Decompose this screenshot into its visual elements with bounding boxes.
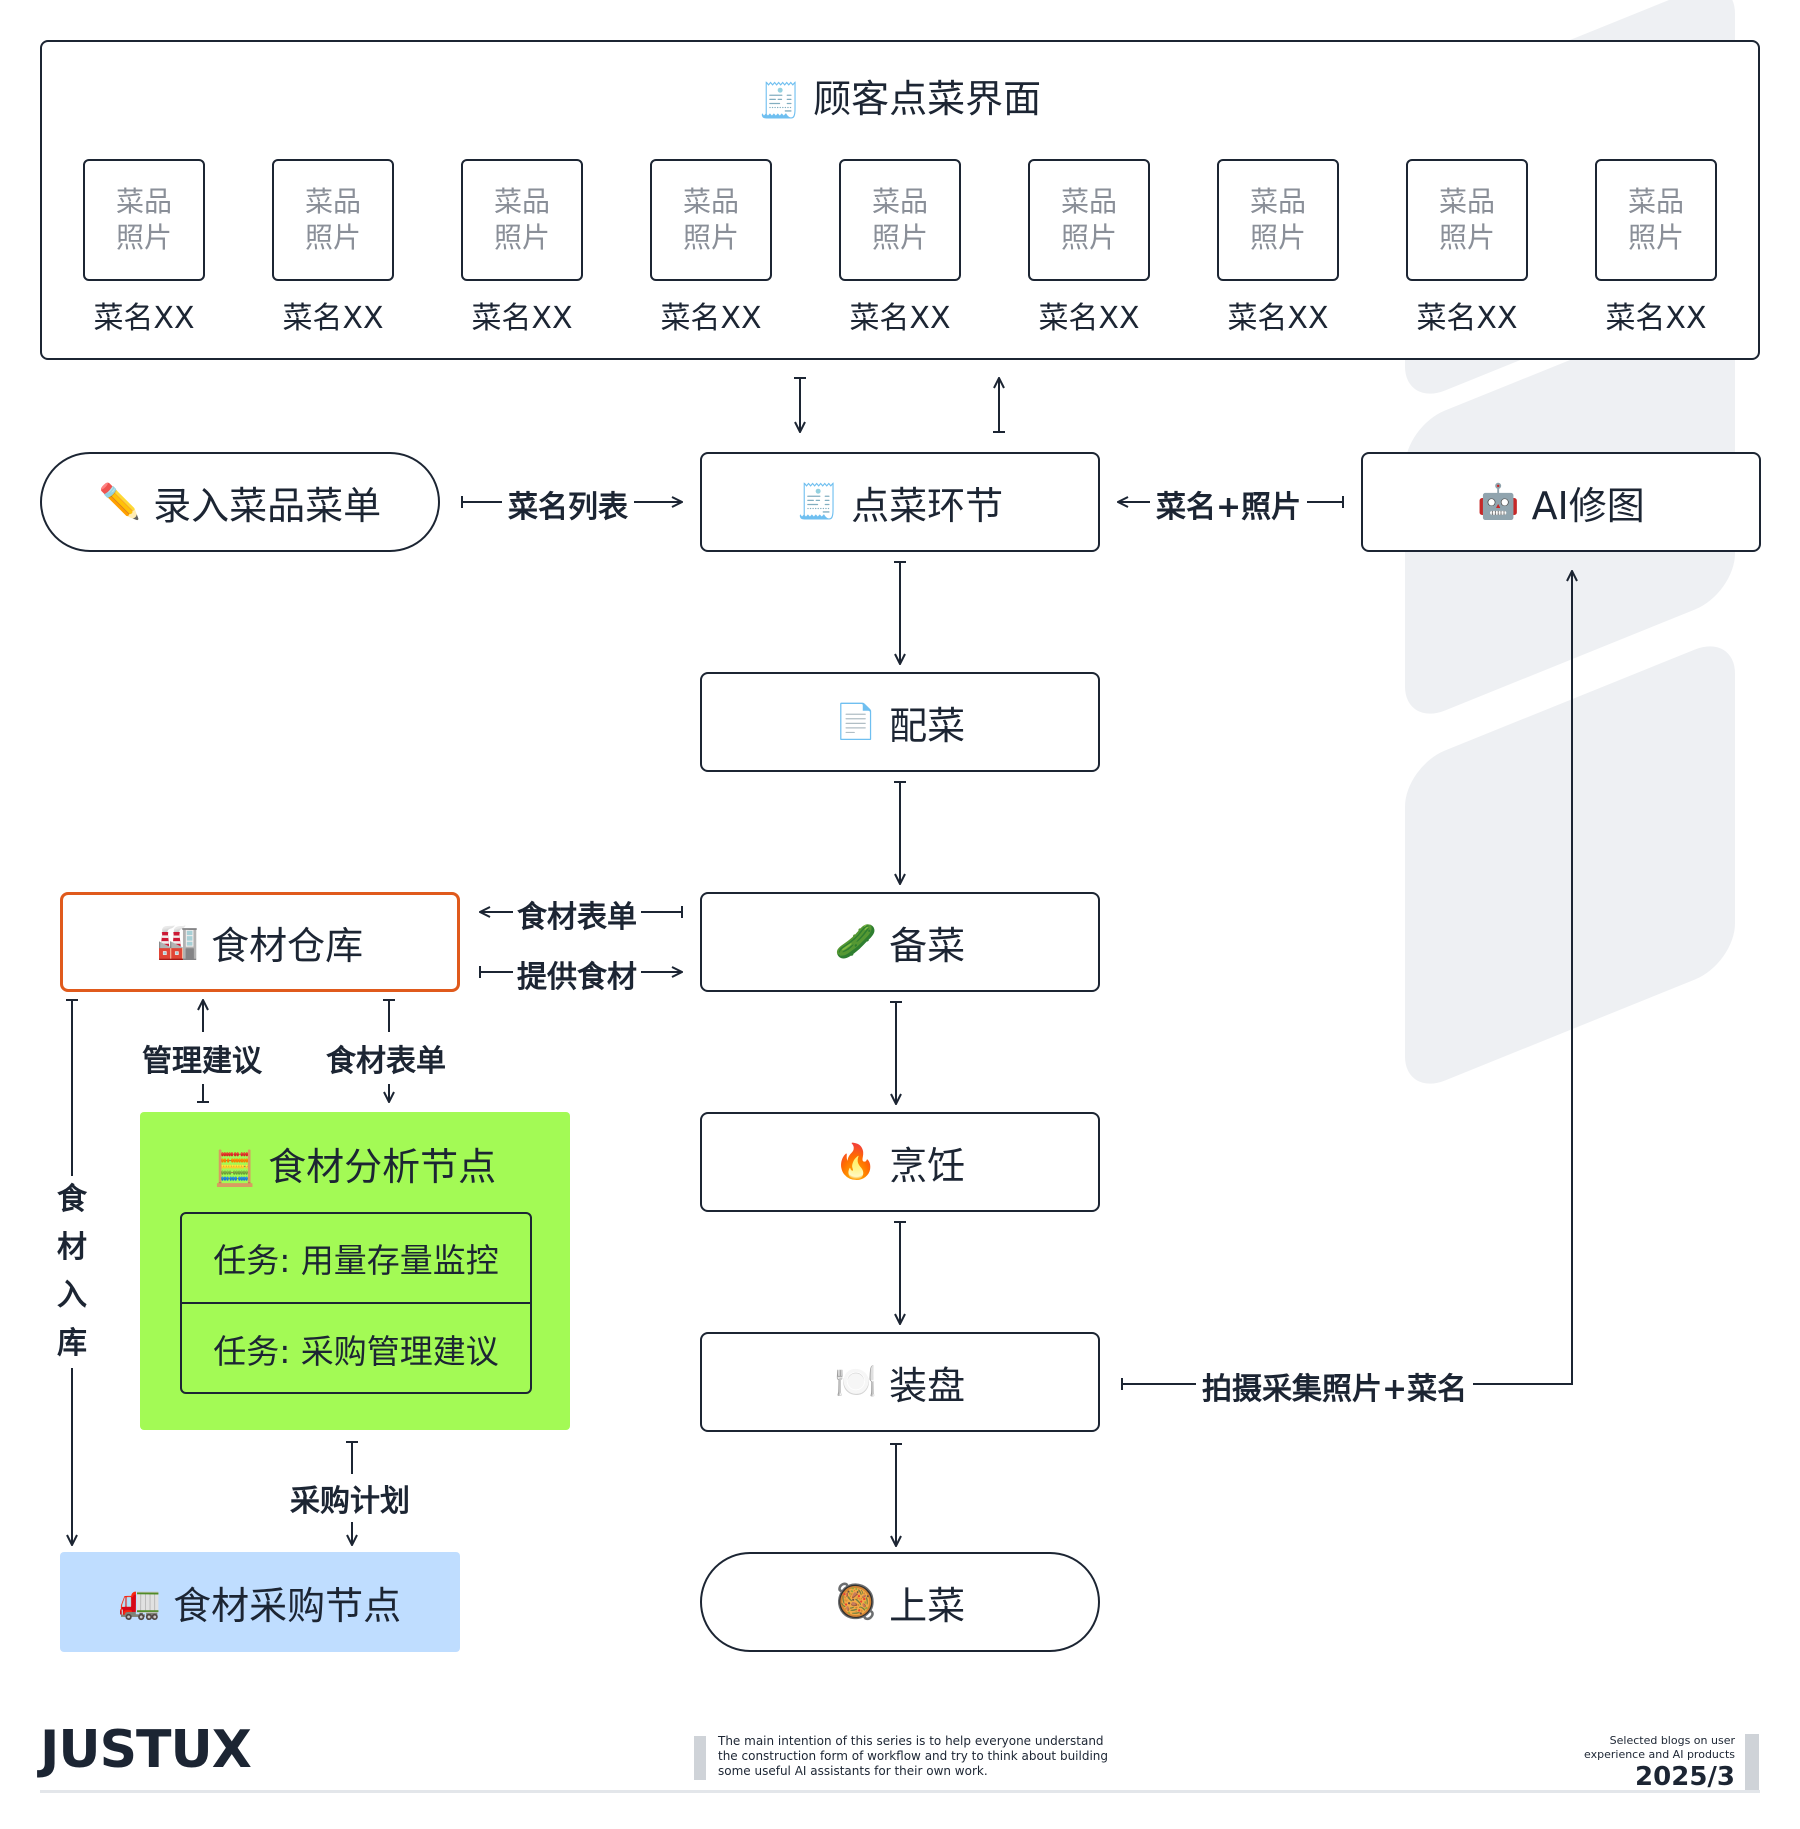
cooking-node[interactable]: 🔥 烹饪 — [700, 1112, 1100, 1212]
node-label: 上菜 — [889, 1583, 966, 1628]
dish-photo: 菜品照片 — [1028, 159, 1150, 281]
receipt-icon: 🧾 — [796, 482, 840, 522]
edge-label-ingredient-list: 食材表单 — [324, 1032, 448, 1084]
dish-name: 菜名XX — [1416, 301, 1518, 336]
input-menu-node[interactable]: ✏️ 录入菜品菜单 — [40, 452, 440, 552]
dish-name: 菜名XX — [282, 301, 384, 336]
edge-label-supply: 提供食材 — [513, 952, 641, 996]
dish-name: 菜名XX — [849, 301, 951, 336]
dish-card[interactable]: 菜品照片 菜名XX — [83, 159, 209, 337]
pan-icon: 🥘 — [834, 1582, 878, 1622]
footer-tagline: Selected blogs on user experience and AI… — [1584, 1734, 1735, 1761]
node-label: 食材采购节点 — [173, 1583, 402, 1628]
node-label: 配菜 — [889, 703, 966, 748]
footer-right-bar — [1745, 1734, 1759, 1792]
dish-card[interactable]: 菜品照片 菜名XX — [272, 159, 398, 337]
dish-name: 菜名XX — [1227, 301, 1329, 336]
footer-divider — [40, 1790, 1760, 1793]
dish-photo: 菜品照片 — [1595, 159, 1717, 281]
node-label: 点菜环节 — [851, 483, 1004, 528]
purchase-node[interactable]: 🚛 食材采购节点 — [60, 1552, 460, 1652]
footer-date: 2025/3 — [1635, 1762, 1735, 1792]
cucumber-icon: 🥒 — [834, 922, 878, 962]
dish-name: 菜名XX — [471, 301, 573, 336]
task-item: 任务: 采购管理建议 — [213, 1332, 499, 1371]
edge-label-shoot: 拍摄采集照片+菜名 — [1196, 1364, 1474, 1408]
dish-card[interactable]: 菜品照片 菜名XX — [1217, 159, 1343, 337]
prep-node[interactable]: 🥒 备菜 — [700, 892, 1100, 992]
robot-icon: 🤖 — [1477, 482, 1520, 522]
dish-card[interactable]: 菜品照片 菜名XX — [650, 159, 776, 337]
ordering-node[interactable]: 🧾 点菜环节 — [700, 452, 1100, 552]
node-label: 装盘 — [889, 1363, 966, 1408]
dish-photo: 菜品照片 — [272, 159, 394, 281]
edge-label-ingredient-list: 食材表单 — [513, 892, 641, 936]
node-label: 录入菜品菜单 — [153, 483, 382, 528]
pencil-icon: ✏️ — [98, 482, 142, 522]
warehouse-node[interactable]: 🏭 食材仓库 — [60, 892, 460, 992]
dish-card[interactable]: 菜品照片 菜名XX — [1406, 159, 1532, 337]
footer-description: The main intention of this series is to … — [718, 1734, 1109, 1778]
fire-icon: 🔥 — [834, 1142, 878, 1182]
node-label: 备菜 — [889, 923, 966, 968]
node-label: AI修图 — [1531, 483, 1645, 528]
edge-label-menu-list: 菜名列表 — [502, 482, 634, 526]
edge-label-name-photo: 菜名+照片 — [1150, 482, 1308, 526]
node-label: 烹饪 — [889, 1143, 966, 1188]
edge-label-stock-in: 食材入库 — [55, 1176, 89, 1368]
dish-name: 菜名XX — [660, 301, 762, 336]
serve-node[interactable]: 🥘 上菜 — [700, 1552, 1100, 1652]
edge-label-mgmt-advice: 管理建议 — [140, 1032, 264, 1084]
dish-photo: 菜品照片 — [839, 159, 961, 281]
receipt-icon: 🧾 — [758, 81, 802, 121]
dish-photo: 菜品照片 — [1406, 159, 1528, 281]
analysis-node[interactable]: 🧮食材分析节点 任务: 用量存量监控 任务: 采购管理建议 — [140, 1112, 570, 1430]
plate-icon: 🍽️ — [834, 1362, 878, 1402]
customer-ui-panel: 🧾顾客点菜界面 菜品照片 菜名XX 菜品照片 菜名XX 菜品照片 菜名XX 菜品… — [40, 40, 1760, 360]
node-label: 食材仓库 — [211, 923, 364, 968]
dish-card[interactable]: 菜品照片 菜名XX — [1028, 159, 1154, 337]
dish-photo: 菜品照片 — [461, 159, 583, 281]
ai-retouch-node[interactable]: 🤖 AI修图 — [1361, 452, 1761, 552]
brand-logo: JUSTUX — [40, 1720, 252, 1780]
analysis-title: 🧮食材分析节点 — [213, 1145, 497, 1189]
dish-photo: 菜品照片 — [83, 159, 205, 281]
plating-node[interactable]: 🍽️ 装盘 — [700, 1332, 1100, 1432]
factory-icon: 🏭 — [156, 922, 200, 962]
document-icon: 📄 — [834, 702, 878, 742]
task-list: 任务: 用量存量监控 任务: 采购管理建议 — [180, 1212, 532, 1394]
dish-name: 菜名XX — [1605, 301, 1707, 336]
truck-icon: 🚛 — [118, 1582, 162, 1622]
dish-photo: 菜品照片 — [1217, 159, 1339, 281]
dish-name: 菜名XX — [93, 301, 195, 336]
footer-description-bar — [694, 1736, 706, 1780]
task-item: 任务: 用量存量监控 — [182, 1214, 530, 1304]
dish-photo: 菜品照片 — [650, 159, 772, 281]
dish-card[interactable]: 菜品照片 菜名XX — [461, 159, 587, 337]
dish-card[interactable]: 菜品照片 菜名XX — [1595, 159, 1721, 337]
pairing-node[interactable]: 📄 配菜 — [700, 672, 1100, 772]
abacus-icon: 🧮 — [213, 1149, 257, 1189]
edge-shoot — [1122, 571, 1572, 1384]
edge-label-purchase-plan: 采购计划 — [288, 1474, 412, 1522]
dish-card[interactable]: 菜品照片 菜名XX — [839, 159, 965, 337]
dish-name: 菜名XX — [1038, 301, 1140, 336]
customer-ui-title: 🧾顾客点菜界面 — [758, 77, 1042, 121]
